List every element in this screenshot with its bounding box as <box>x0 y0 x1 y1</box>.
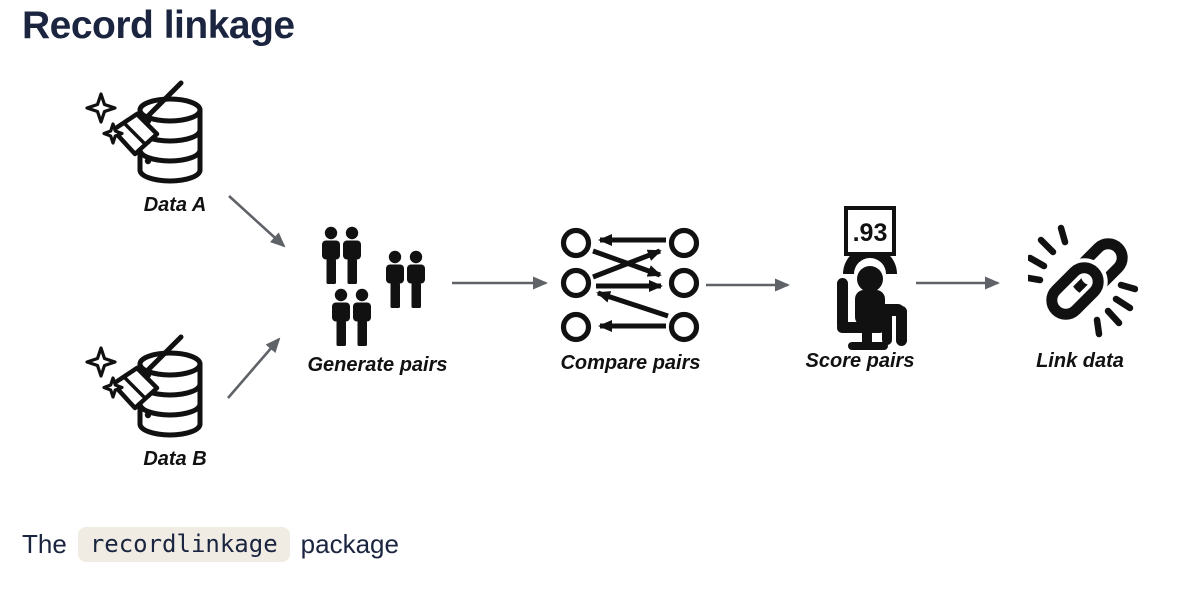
broom-icon <box>110 334 184 411</box>
compare-arrows-icon <box>560 227 700 343</box>
person-pair <box>332 288 371 346</box>
shine-lines <box>1028 224 1138 338</box>
page-title: Record linkage <box>22 4 295 47</box>
person-pair <box>386 250 425 308</box>
database-clean-icon-a <box>85 80 203 184</box>
chair-pedestal <box>862 331 872 346</box>
chain-link-icon <box>1028 224 1138 338</box>
sparkle-icon <box>85 92 124 145</box>
arrow-dataB-generate <box>227 337 281 399</box>
caption: The recordlinkage package <box>22 527 399 563</box>
person-shin <box>896 306 907 346</box>
score-judge-icon: .93 <box>837 206 907 350</box>
person-pair <box>322 226 361 284</box>
sparkle-icon <box>85 346 124 399</box>
person-torso <box>855 290 885 326</box>
chair-base <box>848 342 888 350</box>
source-label-data-b: Data B <box>143 448 207 470</box>
score-card <box>844 206 896 256</box>
database-clean-icon-b <box>85 334 203 438</box>
caption-suffix: package <box>300 529 399 560</box>
stage-label-compare-pairs: Compare pairs <box>560 352 701 374</box>
person-head <box>857 266 883 292</box>
caption-prefix: The <box>22 529 67 560</box>
package-name-code: recordlinkage <box>77 527 290 563</box>
chair-backrest <box>837 278 848 330</box>
stage-label-generate-pairs: Generate pairs <box>307 354 448 376</box>
people-pairs-icon <box>322 226 425 346</box>
stage-label-score-pairs: Score pairs <box>805 350 915 372</box>
source-label-data-a: Data A <box>143 194 207 216</box>
broom-icon <box>110 80 184 157</box>
score-value: .93 <box>853 219 888 247</box>
stage-label-link-data: Link data <box>1036 350 1124 372</box>
arrow-dataA-generate <box>228 195 286 248</box>
